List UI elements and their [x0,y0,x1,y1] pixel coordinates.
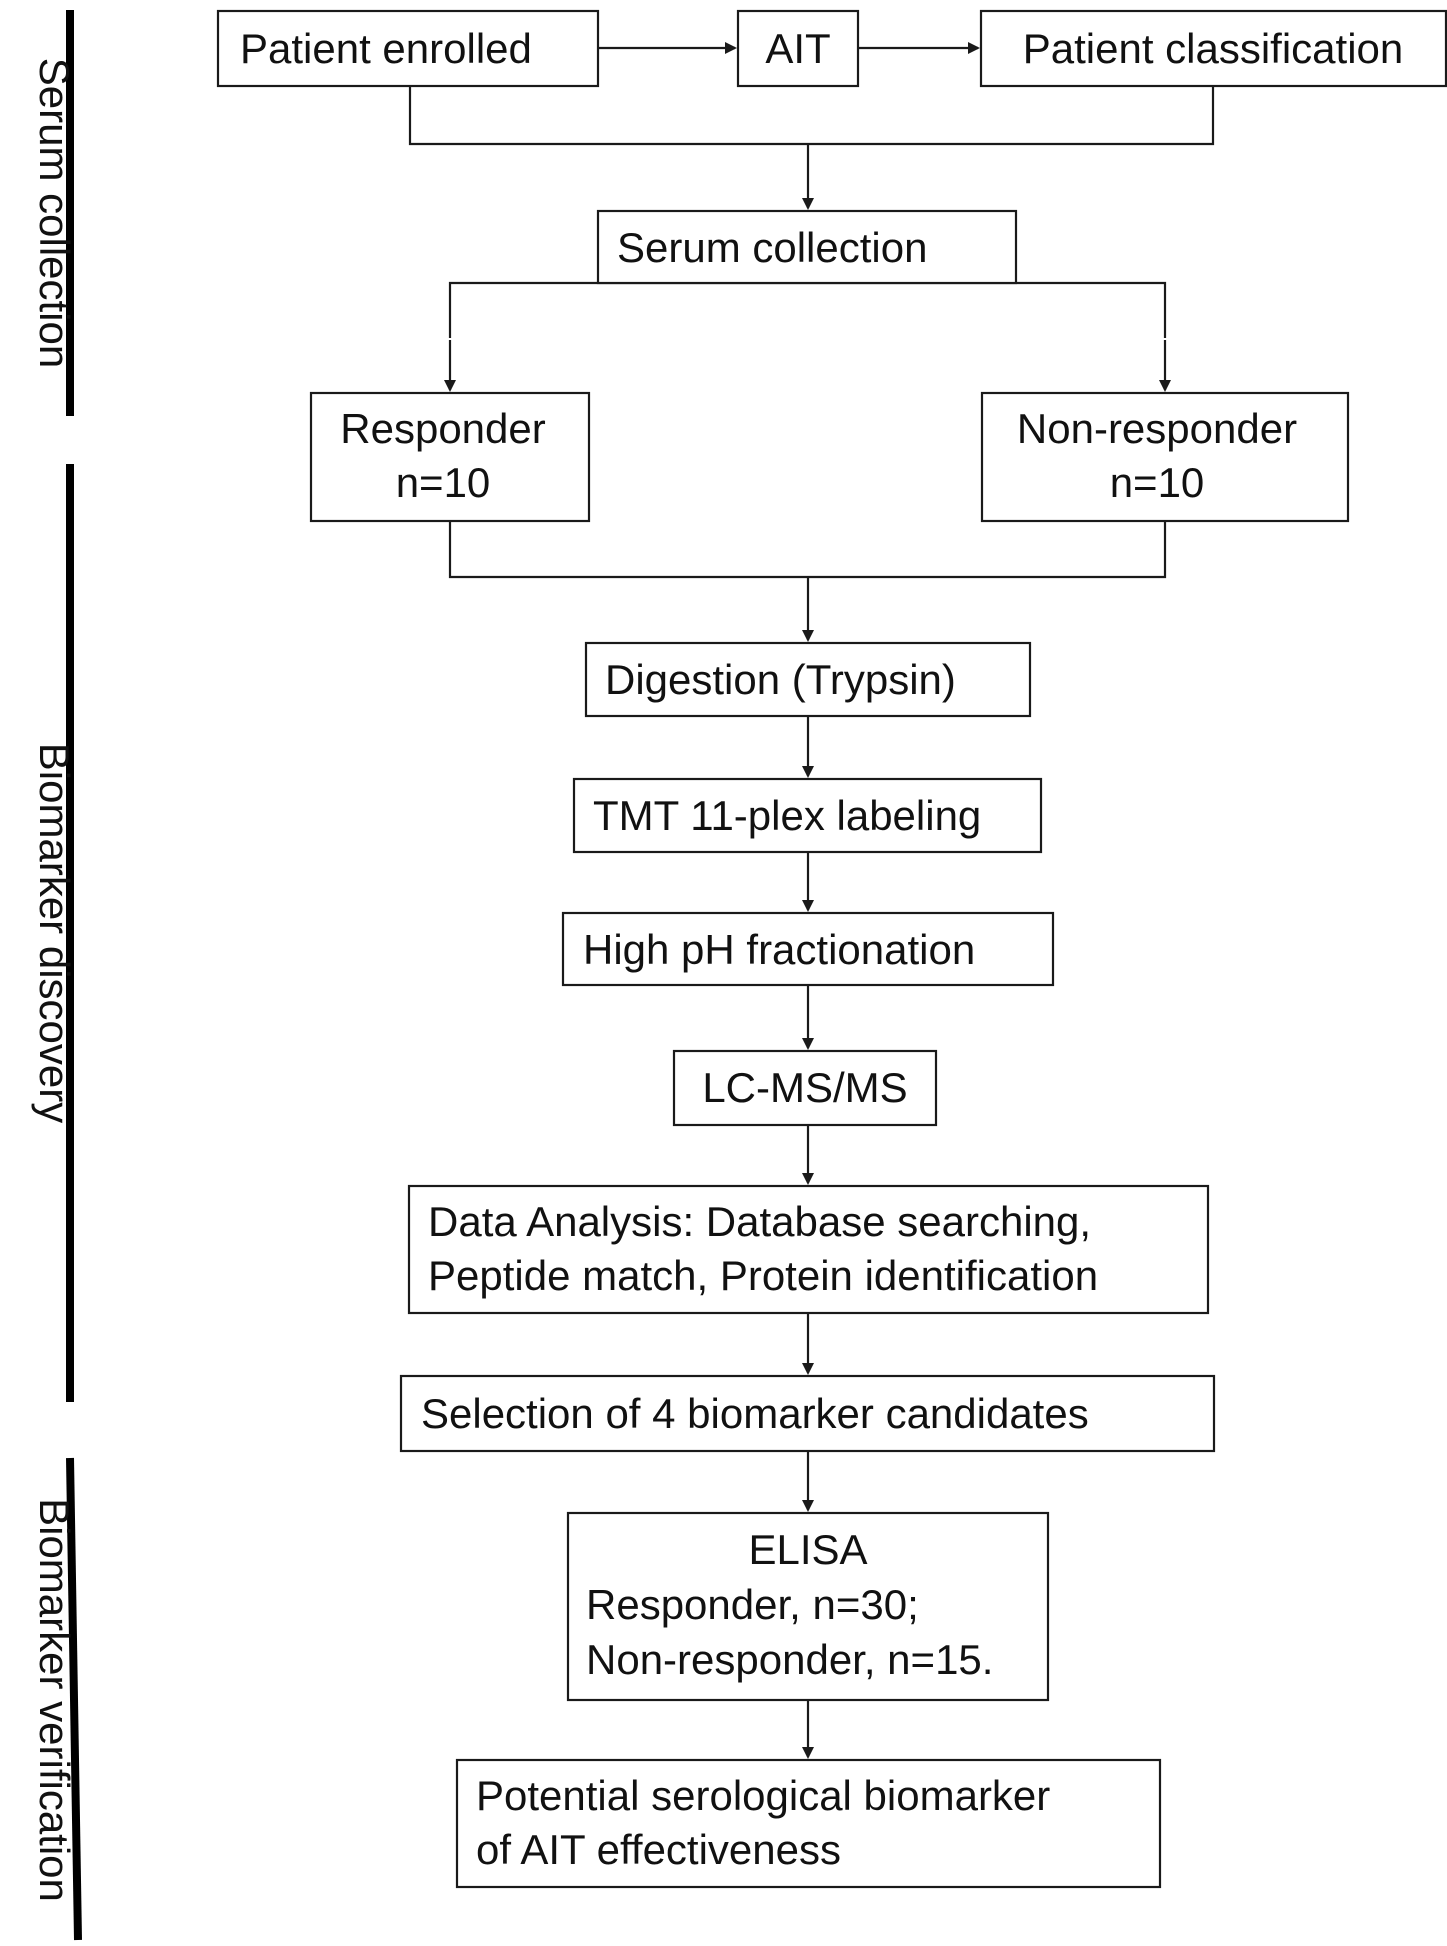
selection-label-1: Selection of 4 biomarker candidates [421,1390,1089,1437]
patient-classification-box [979,9,1447,88]
ait-box [736,9,860,88]
node-non-responder: Non-responder n=10 [980,391,1350,523]
responder-box [309,391,591,523]
node-serum-collection: Serum collection [596,209,1018,285]
elisa-label-2: Responder, n=30; [586,1581,919,1628]
stage-verification-group: Biomarker verification [31,1457,82,1941]
ait-label-1: AIT [765,25,830,72]
node-patient-classification: Patient classification [979,9,1447,88]
node-patient-enrolled: Patient enrolled [216,9,600,88]
serum-collection-box [596,209,1018,285]
lcms-label-1: LC-MS/MS [702,1064,907,1111]
stage-verification-bar [66,1457,82,1941]
stage-serum-label: Serum collection [31,58,78,368]
patient-enrolled-label-1: Patient enrolled [240,25,532,72]
data-analysis-box [407,1184,1210,1315]
nodes-layer: Patient enrolled AIT Patient classificatio… [216,9,1447,1889]
tmt-label-1: TMT 11-plex labeling [593,792,981,839]
potential-label-2: of AIT effectiveness [476,1826,841,1873]
elisa-label-1: ELISA [748,1526,867,1573]
split-serum [448,281,1167,338]
node-responder: Responder n=10 [309,391,591,523]
tmt-box [572,777,1043,854]
node-data-analysis: Data Analysis: Database searching, Peptid… [407,1184,1210,1315]
patient-enrolled-box [216,9,600,88]
elisa-box [566,1511,1050,1702]
stage-serum-group: Serum collection [31,10,78,416]
data-analysis-label-2: Peptide match, Protein identification [428,1252,1098,1299]
patient-classification-label-1: Patient classification [1023,25,1404,72]
stage-discovery-label: Biomarker discovery [31,743,78,1123]
node-digestion: Digestion (Trypsin) [584,641,1032,718]
bracket-top [408,86,1215,146]
responder-label-2: n=10 [396,459,491,506]
potential-box [455,1758,1162,1889]
node-ait: AIT [736,9,860,88]
responder-label-1: Responder [340,405,545,452]
fractionation-box [561,911,1055,987]
node-lcms: LC-MS/MS [672,1049,938,1127]
selection-box [399,1374,1216,1453]
fractionation-label-1: High pH fractionation [583,926,975,973]
digestion-label-1: Digestion (Trypsin) [605,656,956,703]
data-analysis-label-1: Data Analysis: Database searching, [428,1198,1091,1245]
connectors [408,42,1215,1759]
digestion-box [584,641,1032,718]
lcms-box [672,1049,938,1127]
non-responder-box [980,391,1350,523]
node-elisa: ELISA Responder, n=30; Non-responder, n=15… [566,1511,1050,1702]
stage-verification-label: Biomarker verification [31,1498,78,1902]
node-tmt: TMT 11-plex labeling [572,777,1043,854]
elisa-label-3: Non-responder, n=15. [586,1636,993,1683]
serum-collection-label-1: Serum collection [617,224,927,271]
node-fractionation: High pH fractionation [561,911,1055,987]
non-responder-label-2: n=10 [1110,459,1205,506]
node-potential: Potential serological biomarker of AIT ef… [455,1758,1162,1889]
merge-groups [448,521,1167,579]
potential-label-1: Potential serological biomarker [476,1772,1050,1819]
node-selection: Selection of 4 biomarker candidates [399,1374,1216,1453]
non-responder-label-1: Non-responder [1017,405,1297,452]
stage-discovery-group: Biomarker discovery [31,464,78,1402]
